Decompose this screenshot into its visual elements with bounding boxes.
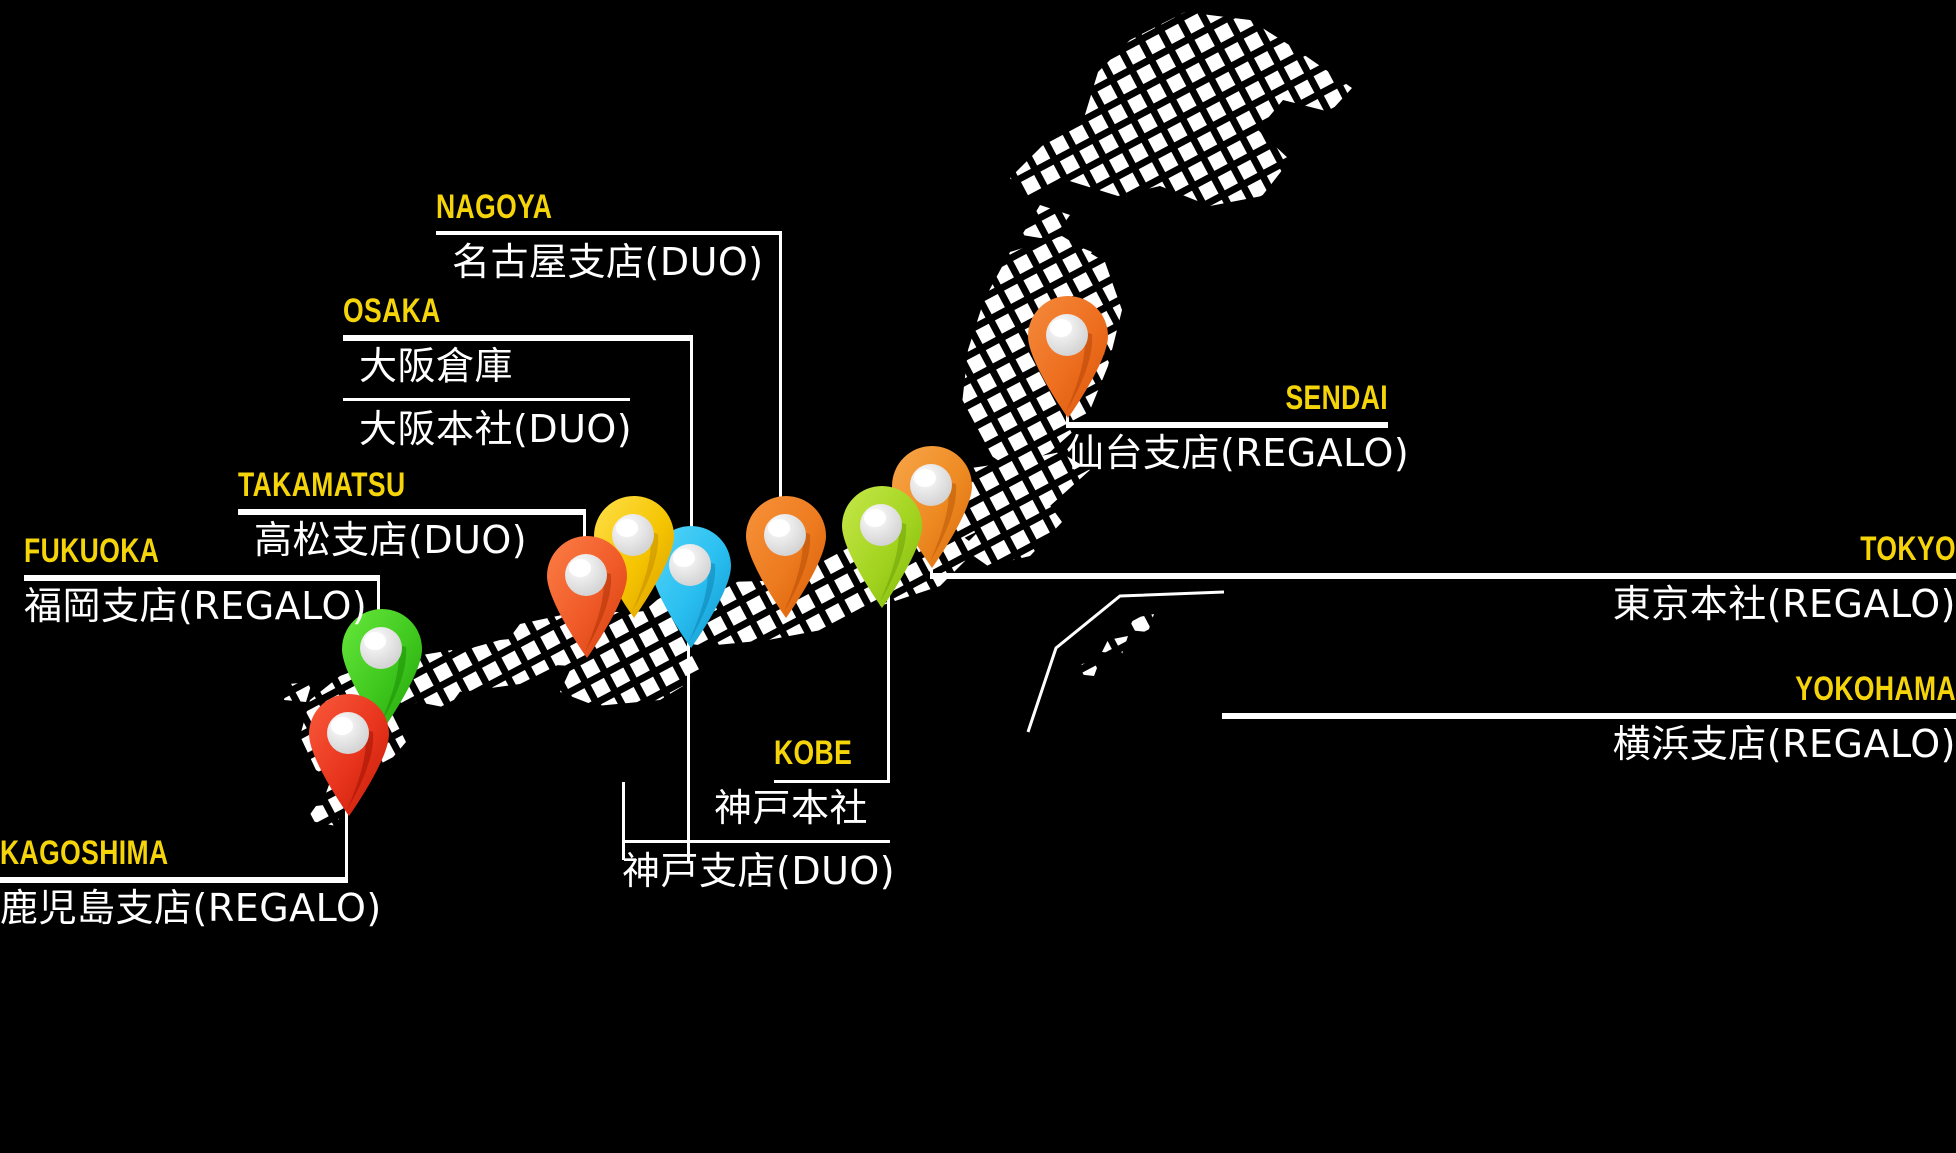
leader-osaka <box>690 338 693 530</box>
leader-sendai-h <box>1066 425 1388 428</box>
callout-nagoya-line-0: 名古屋支店(DUO) <box>452 240 764 284</box>
callout-kobe-rule-2 <box>622 839 890 843</box>
callout-sendai: SENDAI 仙台支店(REGALO) <box>1066 379 1410 478</box>
leader-kagoshima-v <box>345 752 348 882</box>
map-pin-fukuoka[interactable] <box>336 605 428 733</box>
callout-tokyo-rule <box>930 573 1956 576</box>
callout-kobe-city: KOBE <box>774 734 853 772</box>
callout-sendai-line-0: 仙台支店(REGALO) <box>1066 431 1410 475</box>
leader-kobe-stub <box>622 782 625 860</box>
callout-yokohama-line-0: 横浜支店(REGALO) <box>1612 722 1956 766</box>
callout-sendai-city: SENDAI <box>1285 379 1388 417</box>
leader-fukuoka-h <box>24 578 380 581</box>
callout-tokyo-line-0: 東京本社(REGALO) <box>1612 582 1956 626</box>
callout-fukuoka: FUKUOKA 福岡支店(REGALO) <box>24 534 380 631</box>
callout-nagoya-city: NAGOYA <box>436 188 553 226</box>
callout-osaka-city: OSAKA <box>343 292 441 330</box>
leader-takamatsu-h <box>238 512 586 515</box>
callout-fukuoka-rule <box>24 575 380 578</box>
callout-kagoshima: KAGOSHIMA 鹿児島支店(REGALO) <box>0 834 382 933</box>
callout-nagoya-rule <box>436 231 782 234</box>
callout-yokohama-rule <box>1222 713 1956 716</box>
callout-kobe-line-0: 神戸本社 <box>714 786 869 830</box>
callout-osaka-rule-1 <box>343 335 693 338</box>
callout-tokyo: TOKYO 東京本社(REGALO) <box>930 532 1956 629</box>
map-pin-tokyo[interactable] <box>886 442 978 570</box>
map-pin-kagoshima[interactable] <box>303 690 395 818</box>
callout-takamatsu-city: TAKAMATSU <box>238 466 406 504</box>
callout-yokohama-city: YOKOHAMA <box>1795 670 1956 708</box>
leader-yokohama-h <box>1222 716 1956 719</box>
callout-tokyo-city: TOKYO <box>1860 530 1956 568</box>
callout-kagoshima-rule <box>0 877 348 880</box>
callout-kagoshima-city: KAGOSHIMA <box>0 834 169 872</box>
callout-osaka: OSAKA 大阪倉庫 大阪本社(DUO) <box>343 294 693 453</box>
leader-nagoya <box>779 232 782 530</box>
callout-fukuoka-city: FUKUOKA <box>24 532 160 570</box>
map-pin-sendai[interactable] <box>1022 292 1114 420</box>
callout-kobe: KOBE <box>774 736 890 770</box>
callout-nagoya: NAGOYA 名古屋支店(DUO) <box>436 190 782 287</box>
leader-kobe-v <box>887 592 890 780</box>
callout-takamatsu: TAKAMATSU 高松支店(DUO) <box>238 468 586 565</box>
callout-kagoshima-line-0: 鹿児島支店(REGALO) <box>0 886 382 930</box>
map-pin-yokohama[interactable] <box>836 482 928 610</box>
callout-kobe-lines: 神戸本社 神戸支店(DUO) <box>622 780 896 895</box>
callout-kobe-line-1: 神戸支店(DUO) <box>622 848 896 893</box>
leader-kobe-pin <box>687 620 690 862</box>
callout-fukuoka-line-0: 福岡支店(REGALO) <box>24 584 368 628</box>
leader-osaka-h <box>343 338 693 341</box>
callout-osaka-line-0: 大阪倉庫 <box>359 344 514 388</box>
callout-takamatsu-line-0: 高松支店(DUO) <box>254 518 528 562</box>
callout-yokohama: YOKOHAMA 横浜支店(REGALO) <box>1222 672 1956 769</box>
leader-kagoshima-h <box>0 880 348 883</box>
callout-osaka-line-1: 大阪本社(DUO) <box>359 406 633 451</box>
leader-kobe-h <box>774 780 890 783</box>
map-pin-kobe[interactable] <box>645 522 737 650</box>
map-pin-osaka[interactable] <box>588 492 680 620</box>
leader-tokyo-h <box>930 576 1956 579</box>
callout-sendai-rule <box>1066 422 1388 425</box>
map-pin-nagoya[interactable] <box>740 492 832 620</box>
map-pin-takamatsu[interactable] <box>541 532 633 660</box>
callout-osaka-rule-2 <box>343 397 630 401</box>
callout-takamatsu-rule <box>238 509 586 512</box>
